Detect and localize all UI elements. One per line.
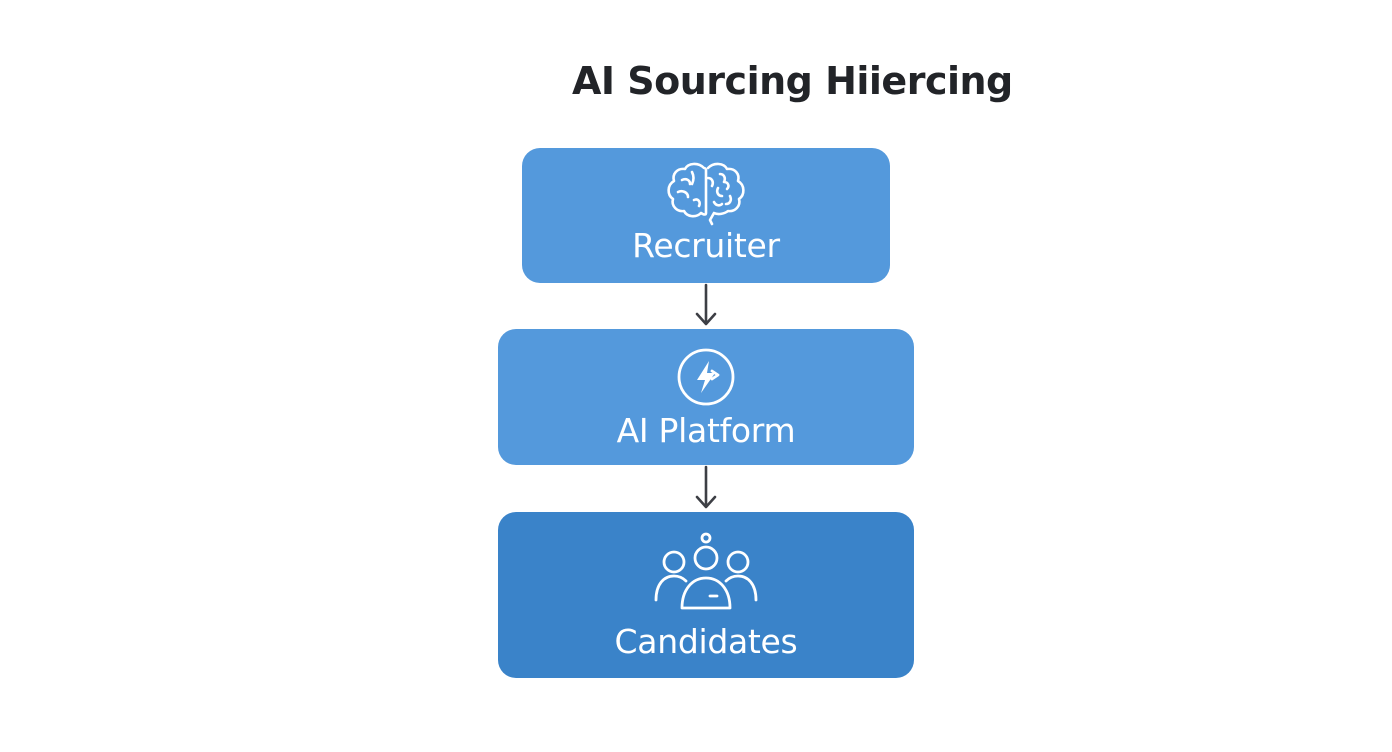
node-label: Candidates	[614, 622, 798, 661]
node-label: AI Platform	[616, 411, 796, 450]
node-label: Recruiter	[632, 226, 780, 265]
arrow-recruiter-to-platform	[695, 283, 717, 326]
node-recruiter: Recruiter	[522, 148, 890, 283]
diagram-title: AI Sourcing Hiiercing	[572, 59, 1013, 103]
people-group-icon	[654, 532, 758, 610]
node-ai-platform: AI Platform	[498, 329, 914, 465]
lightning-circle-icon	[677, 348, 735, 406]
node-candidates: Candidates	[498, 512, 914, 678]
brain-icon	[667, 162, 745, 226]
arrow-platform-to-candidates	[695, 465, 717, 509]
